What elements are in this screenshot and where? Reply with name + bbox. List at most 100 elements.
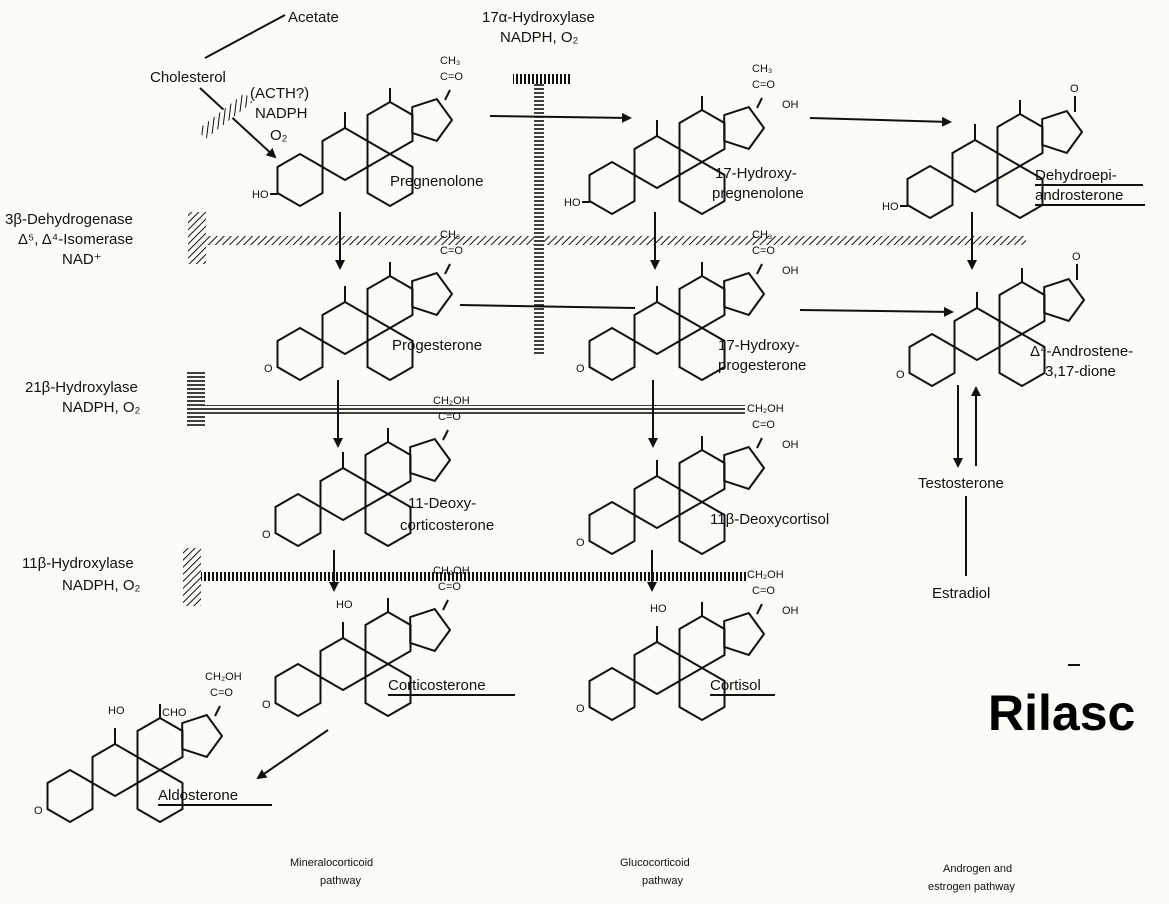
enzyme-21b-cofactor: NADPH, O₂ bbox=[62, 399, 141, 416]
ring-D bbox=[409, 437, 452, 483]
ring-C bbox=[678, 326, 726, 382]
ch3-group: CH₃ bbox=[752, 229, 772, 241]
cortisol-label: Cortisol bbox=[710, 677, 761, 694]
oh-group: OH bbox=[782, 99, 799, 111]
ring-A bbox=[588, 160, 636, 216]
gluco-pathway-label-1: Glucocorticoid bbox=[620, 857, 690, 869]
ring-B bbox=[319, 466, 367, 522]
ring-D bbox=[723, 445, 766, 491]
ring-A bbox=[906, 164, 954, 220]
enzyme-3b-name: 3β-Dehydrogenase bbox=[5, 211, 133, 228]
gluco-pathway-label-2: pathway bbox=[642, 875, 683, 887]
estradiol-label: Estradiol bbox=[932, 585, 990, 602]
enzyme-21b-name: 21β-Hydroxylase bbox=[25, 379, 138, 396]
keto-group: O bbox=[576, 537, 585, 549]
ho-11-group: HO bbox=[108, 705, 125, 717]
cho-group: CHO bbox=[162, 707, 187, 719]
ring-D bbox=[723, 611, 766, 657]
ho-group: HO bbox=[882, 201, 899, 213]
co-group: C=O bbox=[440, 71, 463, 83]
ho-group: HO bbox=[564, 197, 581, 209]
keto-group: O bbox=[896, 369, 905, 381]
ring-C bbox=[996, 164, 1044, 220]
cholesterol-label: Cholesterol bbox=[150, 69, 226, 86]
mineral-pathway-label-1: Mineralocorticoid bbox=[290, 857, 373, 869]
co-group: C=O bbox=[752, 585, 775, 597]
progesterone-label: Progesterone bbox=[392, 337, 482, 354]
ring-C bbox=[136, 768, 184, 824]
ho-11-group: HO bbox=[336, 599, 353, 611]
ring-C bbox=[364, 492, 412, 548]
deoxycorticosterone-structure: O CH₂OH C=O bbox=[262, 395, 470, 548]
keto-group: O bbox=[264, 363, 273, 375]
ring-B bbox=[321, 300, 369, 356]
ring-A bbox=[276, 326, 324, 382]
ring-B bbox=[321, 126, 369, 182]
ring-D bbox=[678, 108, 726, 164]
testosterone-label: Testosterone bbox=[918, 475, 1004, 492]
ch2oh-group: CH₂OH bbox=[433, 395, 470, 407]
co-group: C=O bbox=[210, 687, 233, 699]
enzyme-11b-cofactor: NADPH, O₂ bbox=[62, 577, 141, 594]
ring-B bbox=[633, 300, 681, 356]
keto-group: O bbox=[262, 699, 271, 711]
cholesterol-block bbox=[197, 92, 253, 140]
ch3-group: CH₃ bbox=[440, 55, 460, 67]
ring-D bbox=[409, 607, 452, 653]
ch3-group: CH₃ bbox=[752, 63, 772, 75]
co-group: C=O bbox=[438, 581, 461, 593]
ring-D bbox=[723, 271, 766, 317]
ring-D bbox=[364, 610, 412, 666]
hydroxypregnenolone-label-1: 17-Hydroxy- bbox=[715, 165, 797, 182]
mineral-pathway-label-2: pathway bbox=[320, 875, 361, 887]
ring-D bbox=[998, 280, 1046, 336]
ring-C bbox=[998, 332, 1046, 388]
ho-group: HO bbox=[252, 189, 269, 201]
co-group: C=O bbox=[440, 245, 463, 257]
ch2oh-group: CH₂OH bbox=[747, 569, 784, 581]
ring-D bbox=[1043, 277, 1086, 323]
hydroxypregnenolone-label-2: pregnenolone bbox=[712, 185, 804, 202]
ring-D bbox=[678, 274, 726, 330]
nadph-label: NADPH bbox=[255, 105, 308, 122]
ch3-group: CH₃ bbox=[440, 229, 460, 241]
ring-D bbox=[181, 713, 224, 759]
ring-B bbox=[319, 636, 367, 692]
ring-D bbox=[678, 614, 726, 670]
aldosterone-label: Aldosterone bbox=[158, 787, 238, 804]
ring-D bbox=[1041, 109, 1084, 155]
ch2oh-group: CH₂OH bbox=[747, 403, 784, 415]
deoxycorticosterone-label-1: 11-Deoxy- bbox=[408, 495, 476, 512]
oh-group: OH bbox=[782, 605, 799, 617]
enzyme-bar-11b-hydroxylase bbox=[183, 548, 746, 606]
ring-A bbox=[276, 152, 324, 208]
ring-A bbox=[274, 662, 322, 718]
oh-group: OH bbox=[782, 439, 799, 451]
ring-D bbox=[411, 97, 454, 143]
deoxycortisol-structure: O CH₂OH C=O OH bbox=[576, 403, 799, 556]
ring-B bbox=[91, 742, 139, 798]
ring-A bbox=[46, 768, 94, 824]
ho-11-group: HO bbox=[650, 603, 667, 615]
enzyme-11b-name: 11β-Hydroxylase bbox=[22, 555, 134, 572]
ring-A bbox=[588, 326, 636, 382]
watermark-text: Rilasc bbox=[988, 685, 1135, 741]
keto-group: O bbox=[262, 529, 271, 541]
keto-group: O bbox=[34, 805, 43, 817]
acth-label: (ACTH?) bbox=[250, 85, 309, 102]
reaction-arrows bbox=[256, 112, 981, 780]
keto-17-group: O bbox=[1072, 251, 1081, 263]
ring-A bbox=[588, 666, 636, 722]
ring-D bbox=[364, 440, 412, 496]
enzyme-3b-cofactor: NAD⁺ bbox=[62, 251, 102, 268]
ring-B bbox=[633, 640, 681, 696]
co-group: C=O bbox=[438, 411, 461, 423]
enzyme-bar-3b-dehydrogenase bbox=[188, 212, 1026, 264]
co-group: C=O bbox=[752, 419, 775, 431]
